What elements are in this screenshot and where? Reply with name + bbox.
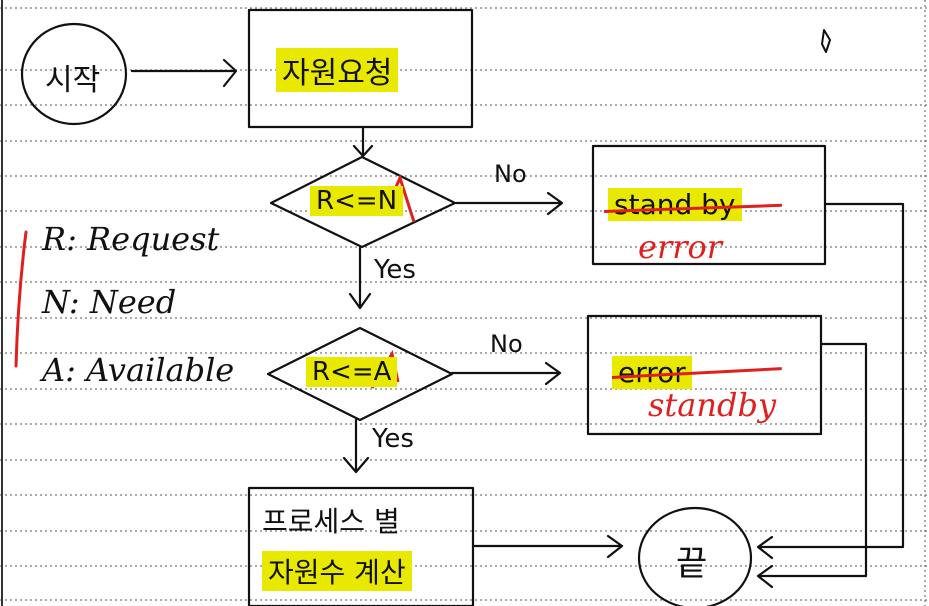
edge-no-label-1: No	[494, 160, 527, 188]
arrow-yes-need	[348, 246, 372, 310]
arrow-yes-available	[342, 418, 370, 474]
mid-right-box-correction: standby	[648, 386, 777, 424]
arrow-no-need	[454, 191, 564, 216]
compute-box-line1: 프로세스 별	[262, 505, 400, 538]
doodle-mark	[821, 29, 831, 53]
top-right-box-label: stand by	[608, 188, 742, 221]
top-right-box-correction: error	[638, 228, 723, 266]
request-box	[247, 8, 474, 129]
end-label: 끝	[676, 544, 708, 584]
compute-box-line2: 자원수 계산	[262, 551, 412, 591]
connector-top-box-to-end	[756, 202, 905, 560]
edge-no-label-2: No	[490, 330, 523, 358]
edge-yes-label-1: Yes	[374, 255, 416, 285]
legend-available: A: Available	[42, 351, 235, 389]
arrow-request-to-decision-need	[352, 126, 374, 158]
legend-bracket	[14, 230, 28, 368]
arrow-no-available	[450, 361, 562, 386]
legend-request: R: Request	[42, 220, 220, 258]
legend-need: N: Need	[42, 283, 177, 321]
top-right-box	[591, 144, 827, 266]
connector-mid-box-to-end	[756, 342, 868, 589]
end-node	[637, 506, 753, 606]
arrow-start-to-request	[130, 58, 238, 88]
start-node	[20, 22, 128, 126]
edge-yes-label-2: Yes	[372, 424, 414, 454]
mid-right-box-label: error	[612, 356, 692, 389]
request-label: 자원요청	[276, 48, 399, 92]
start-label: 시작	[45, 63, 101, 98]
mid-right-box	[586, 314, 823, 436]
arrow-compute-to-end	[472, 534, 624, 559]
decision-need-label: R<=N	[310, 186, 404, 216]
compute-box	[247, 486, 475, 606]
decision-available-label: R<=A	[306, 357, 398, 387]
